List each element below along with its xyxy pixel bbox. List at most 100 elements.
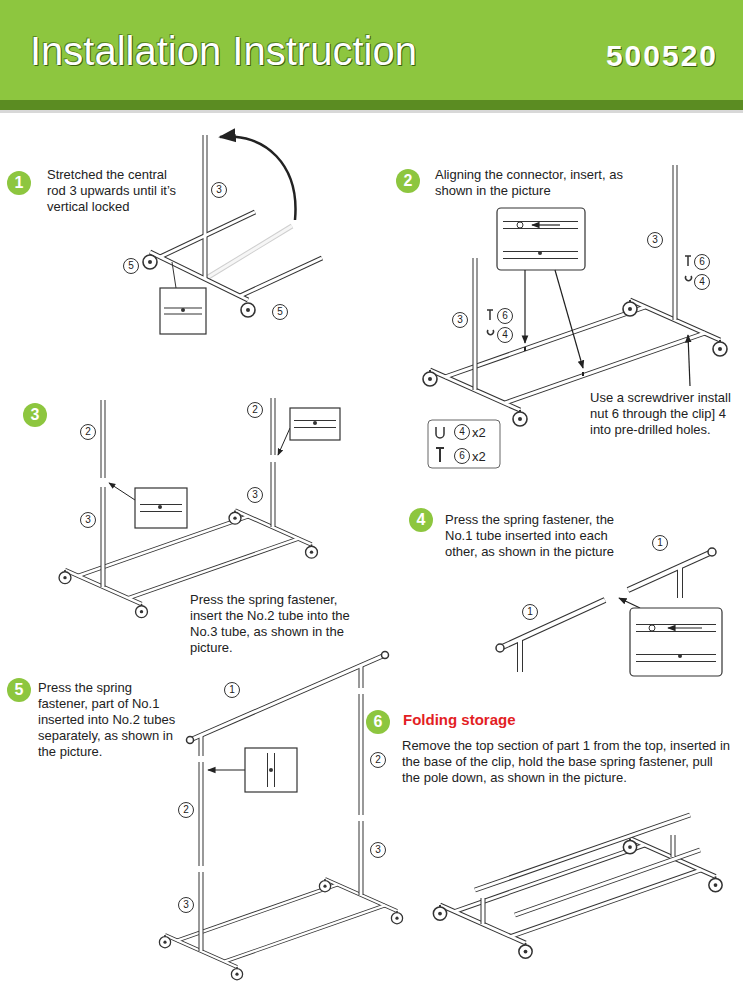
leader-arrow: [278, 428, 290, 455]
step-number: 6: [374, 714, 383, 730]
callout-number: 4: [497, 327, 513, 343]
callout-number: 3: [80, 512, 96, 528]
tube-outline: [190, 655, 385, 951]
leader-arrow: [208, 769, 245, 770]
inset-tube: [636, 628, 716, 658]
leader-arrow: [109, 483, 135, 500]
callout-number: 3: [247, 487, 263, 503]
callout-number: 3: [647, 232, 663, 248]
spring-latch: [158, 505, 162, 509]
step-number: 5: [15, 682, 24, 698]
insert-arrow: [668, 627, 702, 628]
step-badge: 6: [366, 710, 390, 734]
ghost-rod: [205, 226, 292, 279]
callout-number: 3: [370, 842, 386, 858]
model-number: 500520: [606, 38, 718, 74]
inset-tube: [267, 753, 275, 787]
instruction-text: Press the spring fastener, part of No.1 …: [38, 680, 178, 760]
page-title: Installation Instruction: [30, 27, 417, 75]
section-heading: Folding storage: [403, 711, 516, 729]
callout-number: 6: [497, 308, 513, 324]
detail-inset: [497, 208, 585, 270]
instruction-text: Press the spring fastener, the No.1 tube…: [445, 512, 630, 560]
inset-tube: [268, 753, 274, 787]
end-cap: [382, 652, 389, 659]
detail-inset: [135, 488, 187, 528]
header-shadow: [0, 110, 743, 113]
inset-tube: [164, 309, 202, 314]
header-stripe: [0, 100, 743, 110]
callout-number: 2: [80, 424, 96, 440]
tube-outline: [475, 815, 700, 924]
detail-inset: [245, 748, 297, 792]
casters: [159, 879, 402, 980]
tube-fill: [190, 655, 385, 951]
screw-and-clip: [487, 310, 493, 335]
rack-base-step5: [159, 879, 402, 980]
callout-number: 5: [123, 258, 139, 274]
callout-number: 1: [652, 535, 668, 551]
tube-outline: [103, 398, 273, 587]
inset-tube: [164, 308, 202, 315]
end-cap: [708, 548, 716, 556]
spring-latch: [678, 654, 682, 658]
clip-icon: [436, 427, 444, 438]
callout-number: 1: [224, 682, 240, 698]
step-badge: 2: [396, 169, 420, 193]
leader-arrow: [524, 270, 525, 343]
tube-outline: [150, 135, 322, 300]
parts-box: [428, 420, 500, 468]
tube-outline: [475, 165, 675, 390]
quantity: x2: [472, 449, 486, 464]
ghost-rod: [205, 226, 292, 279]
insert-arrow: [532, 224, 560, 225]
spring-latch: [313, 421, 317, 425]
joint-mark: [525, 347, 583, 376]
leader-arrow: [555, 270, 583, 368]
callout-number: 1: [522, 604, 538, 620]
caster-hub: [148, 260, 152, 264]
callout-number: 2: [370, 752, 386, 768]
step-number: 1: [15, 175, 24, 191]
connector-pin: [649, 625, 655, 631]
tube-fill: [475, 815, 700, 924]
screw-icon: [436, 448, 444, 462]
inset-tube: [140, 505, 182, 511]
inset-tube: [294, 420, 336, 428]
callout-number: 2: [178, 802, 194, 818]
step-number: 3: [31, 407, 40, 423]
callout-number: 4: [454, 424, 470, 440]
step-badge: 4: [409, 508, 433, 532]
quantity: x2: [472, 425, 486, 440]
caster-hub: [246, 308, 250, 312]
callout-number: 4: [694, 274, 710, 290]
inset-tube: [140, 504, 182, 512]
step-number: 4: [417, 512, 426, 528]
caster-wheel: [143, 255, 157, 269]
rotate-arrow: [220, 137, 295, 220]
callout-number: 3: [211, 182, 227, 198]
instruction-text: Aligning the connector, insert, as shown…: [435, 167, 650, 199]
leader-arrow: [619, 598, 640, 608]
tube-fill: [103, 398, 273, 587]
detail-inset: [290, 408, 340, 440]
leader-line: [172, 262, 176, 288]
tube-fill: [475, 165, 675, 390]
instruction-text: Press the spring fastener, insert the No…: [190, 592, 362, 656]
instruction-text: Remove the top section of part 1 from th…: [402, 738, 734, 786]
inset-tube: [636, 628, 716, 658]
spring-latch: [538, 251, 542, 255]
spring-latch: [269, 768, 273, 772]
instruction-text: Use a screwdriver install nut 6 through …: [590, 390, 735, 438]
caster-wheel: [241, 303, 255, 317]
callout-number: 3: [452, 312, 468, 328]
step-badge: 3: [23, 403, 47, 427]
callout-number: 6: [694, 254, 710, 270]
inset-tube: [503, 225, 578, 255]
tube-fill: [150, 135, 322, 300]
leader-arrow: [688, 335, 690, 386]
inset-tube: [503, 225, 578, 255]
screw-and-clip: [685, 256, 691, 281]
detail-inset: [160, 288, 206, 334]
